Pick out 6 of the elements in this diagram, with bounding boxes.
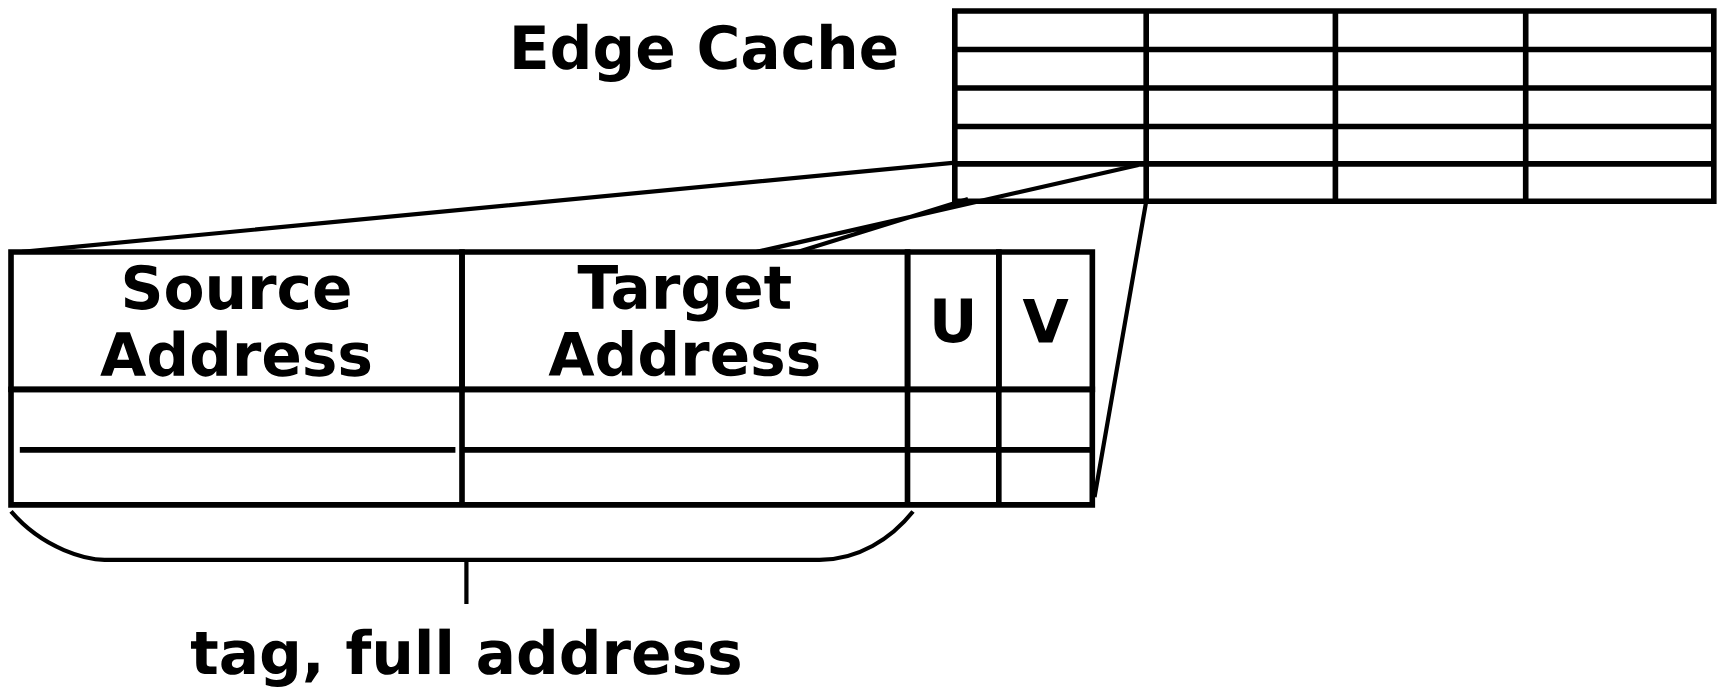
header-cell: V xyxy=(996,249,1096,393)
header-cell: Source Address xyxy=(8,249,465,393)
header-cell: U xyxy=(904,249,1002,393)
header-cell: Target Address xyxy=(459,249,911,393)
title: Edge Cache xyxy=(514,23,897,82)
brace-label: tag, full address xyxy=(191,628,740,687)
